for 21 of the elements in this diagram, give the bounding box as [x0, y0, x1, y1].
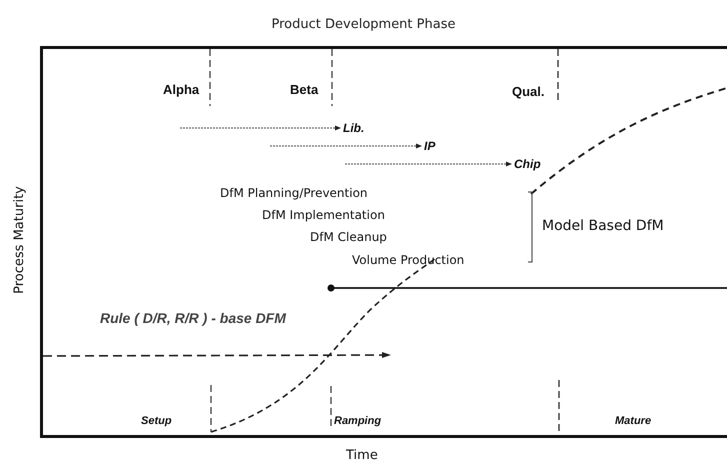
- stage-label: DfM Implementation: [262, 207, 385, 223]
- axis-title: Time: [346, 448, 378, 464]
- arrow: [344, 162, 512, 166]
- curve-label: Model Based DfM: [542, 218, 664, 234]
- arrow: [180, 126, 341, 130]
- stage-label: Volume Production: [352, 252, 464, 268]
- axis-title: Process Maturity: [12, 185, 28, 296]
- curve-label: Rule ( D/R, R/R ) - base DFM: [100, 310, 286, 326]
- stage-label: DfM Cleanup: [310, 229, 387, 245]
- arrow: [270, 144, 422, 148]
- phase-label: Alpha: [163, 82, 200, 98]
- period-label: Mature: [615, 414, 652, 429]
- chart-title: Product Development Phase: [270, 17, 456, 32]
- phase-label: Beta: [290, 82, 318, 98]
- period-label: Ramping: [334, 414, 382, 429]
- stage-label: Chip: [514, 157, 541, 171]
- stage-label: DfM Planning/Prevention: [220, 185, 368, 201]
- phase-label: Qual.: [512, 84, 545, 100]
- stage-label: IP: [424, 139, 436, 153]
- period-label: Setup: [141, 414, 172, 429]
- stage-label: Lib.: [343, 121, 364, 135]
